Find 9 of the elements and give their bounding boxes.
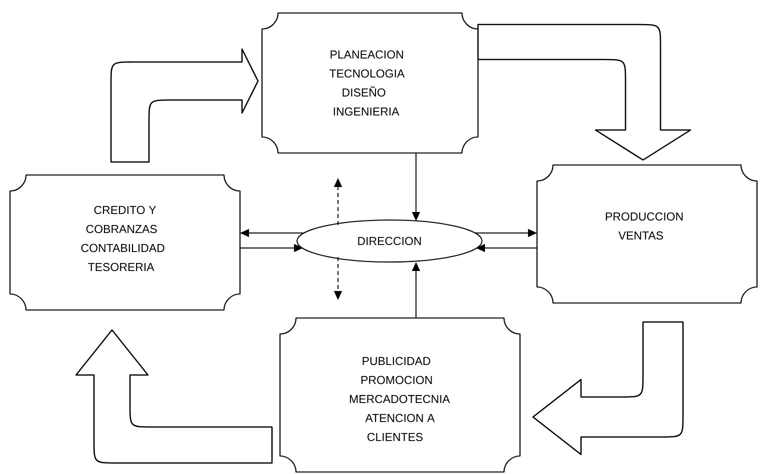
block-arrow (532, 321, 684, 456)
block-arrow (110, 48, 259, 163)
block-arrow (477, 24, 692, 161)
ellipse-node: DIRECCION (296, 220, 482, 262)
notched-box: PRODUCCION VENTAS (536, 164, 758, 304)
notched-box: PUBLICIDAD PROMOCION MERCADOTECNIA ATENCION A CLIENTES (279, 317, 521, 473)
notched-box: CREDITO Y COBRANZAS CONTABILIDAD TESORERIA (9, 174, 241, 311)
block-arrow (75, 329, 273, 464)
notched-box: PLANEACION TECNOLOGIA DISEÑO INGENIERIA (261, 12, 479, 154)
